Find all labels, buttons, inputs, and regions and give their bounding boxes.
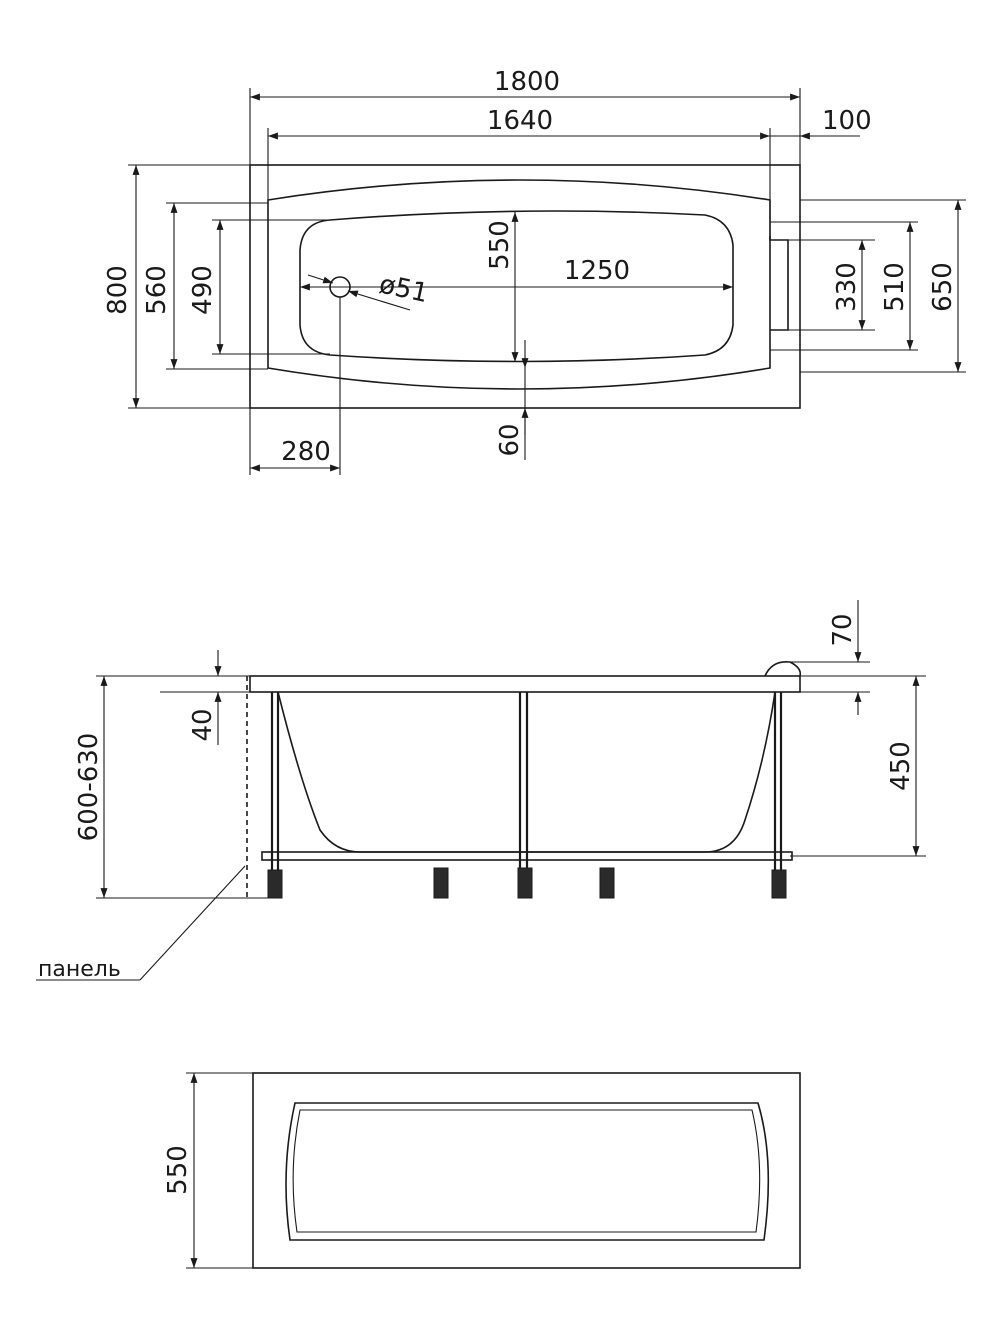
dim-bowl-length: 1250: [564, 256, 630, 286]
dim-edge-width: 100: [822, 106, 872, 136]
front-panel-inset: [285, 1102, 770, 1241]
panel-label: панель: [38, 957, 121, 982]
dim-height-range: 600-630: [74, 733, 104, 842]
dim-width-490: 490: [188, 265, 218, 315]
dim-depth-450: 450: [886, 741, 916, 791]
front-panel-outline: [252, 1072, 801, 1269]
dim-headrest-70: 70: [828, 613, 858, 646]
dim-inner-length: 1640: [487, 106, 553, 136]
dim-rim-60: 60: [495, 423, 525, 456]
side-view: панель 600-630 40 70 450: [36, 600, 926, 982]
dim-rim-40: 40: [188, 708, 218, 741]
headrest-notch: [769, 236, 789, 331]
dim-width-330: 330: [832, 262, 862, 312]
dim-overall-length: 1800: [494, 67, 560, 97]
dim-drain-offset: 280: [281, 437, 331, 467]
front-panel-view: 550: [163, 1072, 801, 1269]
headrest-bump: [764, 660, 802, 677]
tub-bowl-contour: [299, 210, 734, 363]
top-view: 1800 1640 100 800 560 490 550 1250: [103, 67, 966, 475]
dim-drain-diameter: ø51: [377, 270, 431, 310]
tub-rim-side: [249, 675, 801, 693]
dim-width-510: 510: [880, 262, 910, 312]
tub-rim-contour: [267, 179, 771, 390]
dim-panel-height: 550: [163, 1145, 193, 1195]
adjustable-feet: [267, 867, 787, 899]
dim-width-560: 560: [142, 265, 172, 315]
dim-overall-width: 800: [103, 265, 133, 315]
dim-bowl-width: 550: [485, 220, 515, 270]
dim-width-650: 650: [928, 262, 958, 312]
